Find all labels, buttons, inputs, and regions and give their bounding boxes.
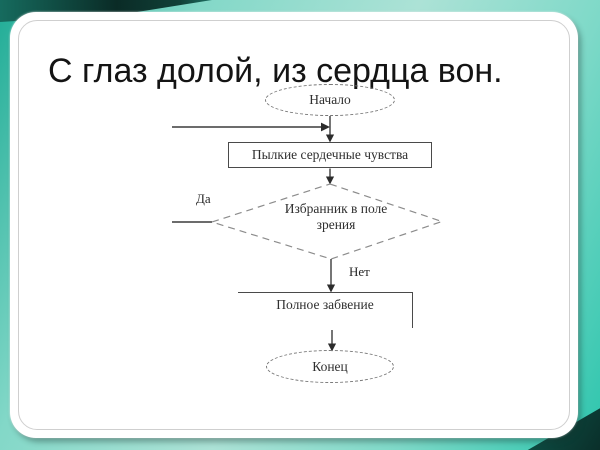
flowchart-node-end-label: Конец: [312, 358, 348, 374]
flowchart-node-start-label: Начало: [309, 92, 351, 107]
flowchart-node-decision-label: Избранник в поле зрения: [284, 201, 388, 232]
arrowhead-into-decision: [325, 176, 335, 185]
flowchart-node-process2-label: Полное забвение: [276, 297, 374, 312]
slide-title: С глаз долой, из сердца вон.: [48, 52, 503, 90]
flowchart-node-decision: Избранник в поле зрения: [276, 201, 396, 233]
edge-label-no: Нет: [349, 264, 370, 279]
flowchart-node-process1-label: Пылкие сердечные чувства: [251, 147, 409, 162]
flowchart-node-start: Начало: [265, 84, 395, 116]
flowchart-node-process2: Полное забвение: [238, 292, 413, 328]
edge-label-yes: Да: [196, 191, 211, 206]
arrowhead-into-process1: [325, 134, 335, 143]
arrowhead-into-end: [327, 343, 337, 352]
flowchart-node-process1: Пылкие сердечные чувства: [228, 142, 432, 168]
decision-diamond-outline: [210, 183, 444, 260]
card-inner-border: [18, 20, 570, 430]
arrowhead-into-process2: [326, 284, 336, 293]
arrowhead-right-junction: [321, 122, 330, 132]
flowchart-node-end: Конец: [266, 350, 394, 383]
